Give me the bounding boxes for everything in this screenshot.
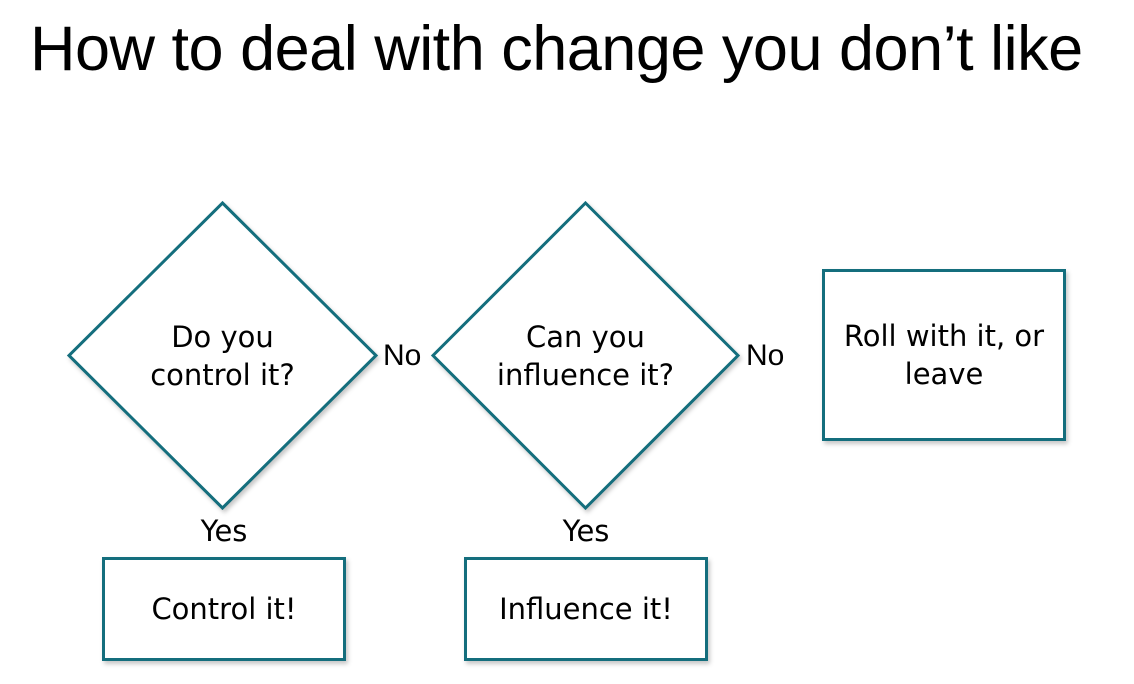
edge-label-yes-2: Yes — [562, 514, 610, 548]
outcome-node-influence-it[interactable]: Influence it! — [464, 557, 708, 661]
outcome-node-control-it[interactable]: Control it! — [102, 557, 346, 661]
rectangle-shape — [102, 557, 346, 661]
page-title: How to deal with change you don’t like — [30, 14, 1083, 84]
edge-label-yes-1: Yes — [200, 514, 248, 548]
outcome-node-roll-with-it[interactable]: Roll with it, or leave — [822, 269, 1066, 441]
decision-node-control[interactable]: Do you control it? — [66, 200, 379, 511]
decision-node-influence[interactable]: Can you influence it? — [430, 200, 741, 511]
diamond-shape — [66, 200, 379, 511]
edge-label-no-1: No — [383, 339, 422, 372]
edge-label-no-2: No — [746, 339, 785, 372]
rectangle-shape — [822, 269, 1066, 441]
rectangle-shape — [464, 557, 708, 661]
diamond-shape — [430, 200, 741, 511]
